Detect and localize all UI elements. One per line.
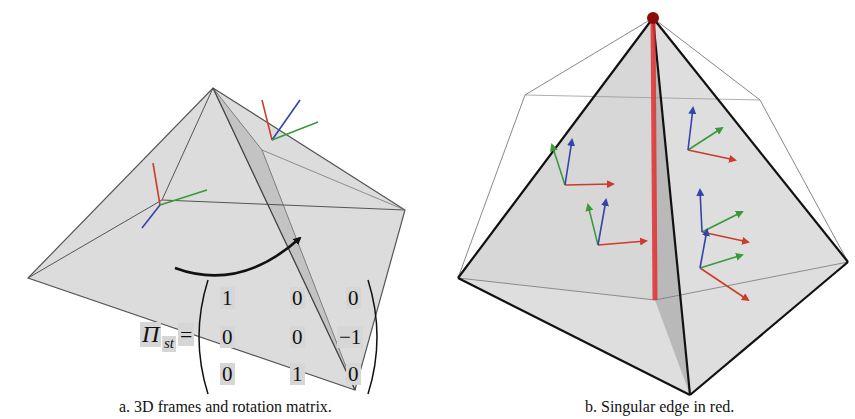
matrix-entry: 0 — [290, 287, 305, 309]
matrix-entry: 0 — [290, 326, 305, 348]
caption: b. Singular edge in red. — [583, 399, 736, 416]
octahedron — [458, 18, 848, 395]
rotation-arrow — [175, 238, 300, 275]
frame-left — [142, 163, 207, 228]
matrix-entry: 0 — [220, 363, 235, 385]
matrix-brackets — [199, 280, 377, 394]
matrix-entry: 0 — [346, 287, 361, 309]
caption: a. 3D frames and rotation matrix. — [117, 399, 334, 416]
matrix-entry: 1 — [220, 287, 235, 309]
symbol: Π — [140, 322, 161, 347]
frames-right — [552, 108, 748, 300]
singular-vertex — [647, 12, 659, 24]
tetrahedra — [28, 88, 405, 390]
singular-edge — [653, 18, 655, 300]
matrix-entry: 1 — [290, 363, 305, 385]
matrix-entry: 0 — [220, 326, 235, 348]
subscript: st — [162, 336, 176, 352]
matrix-entry: −1 — [337, 326, 363, 348]
matrix-entry: 0 — [346, 363, 361, 385]
frame-right — [262, 100, 318, 140]
equals-sign: = — [178, 323, 194, 346]
